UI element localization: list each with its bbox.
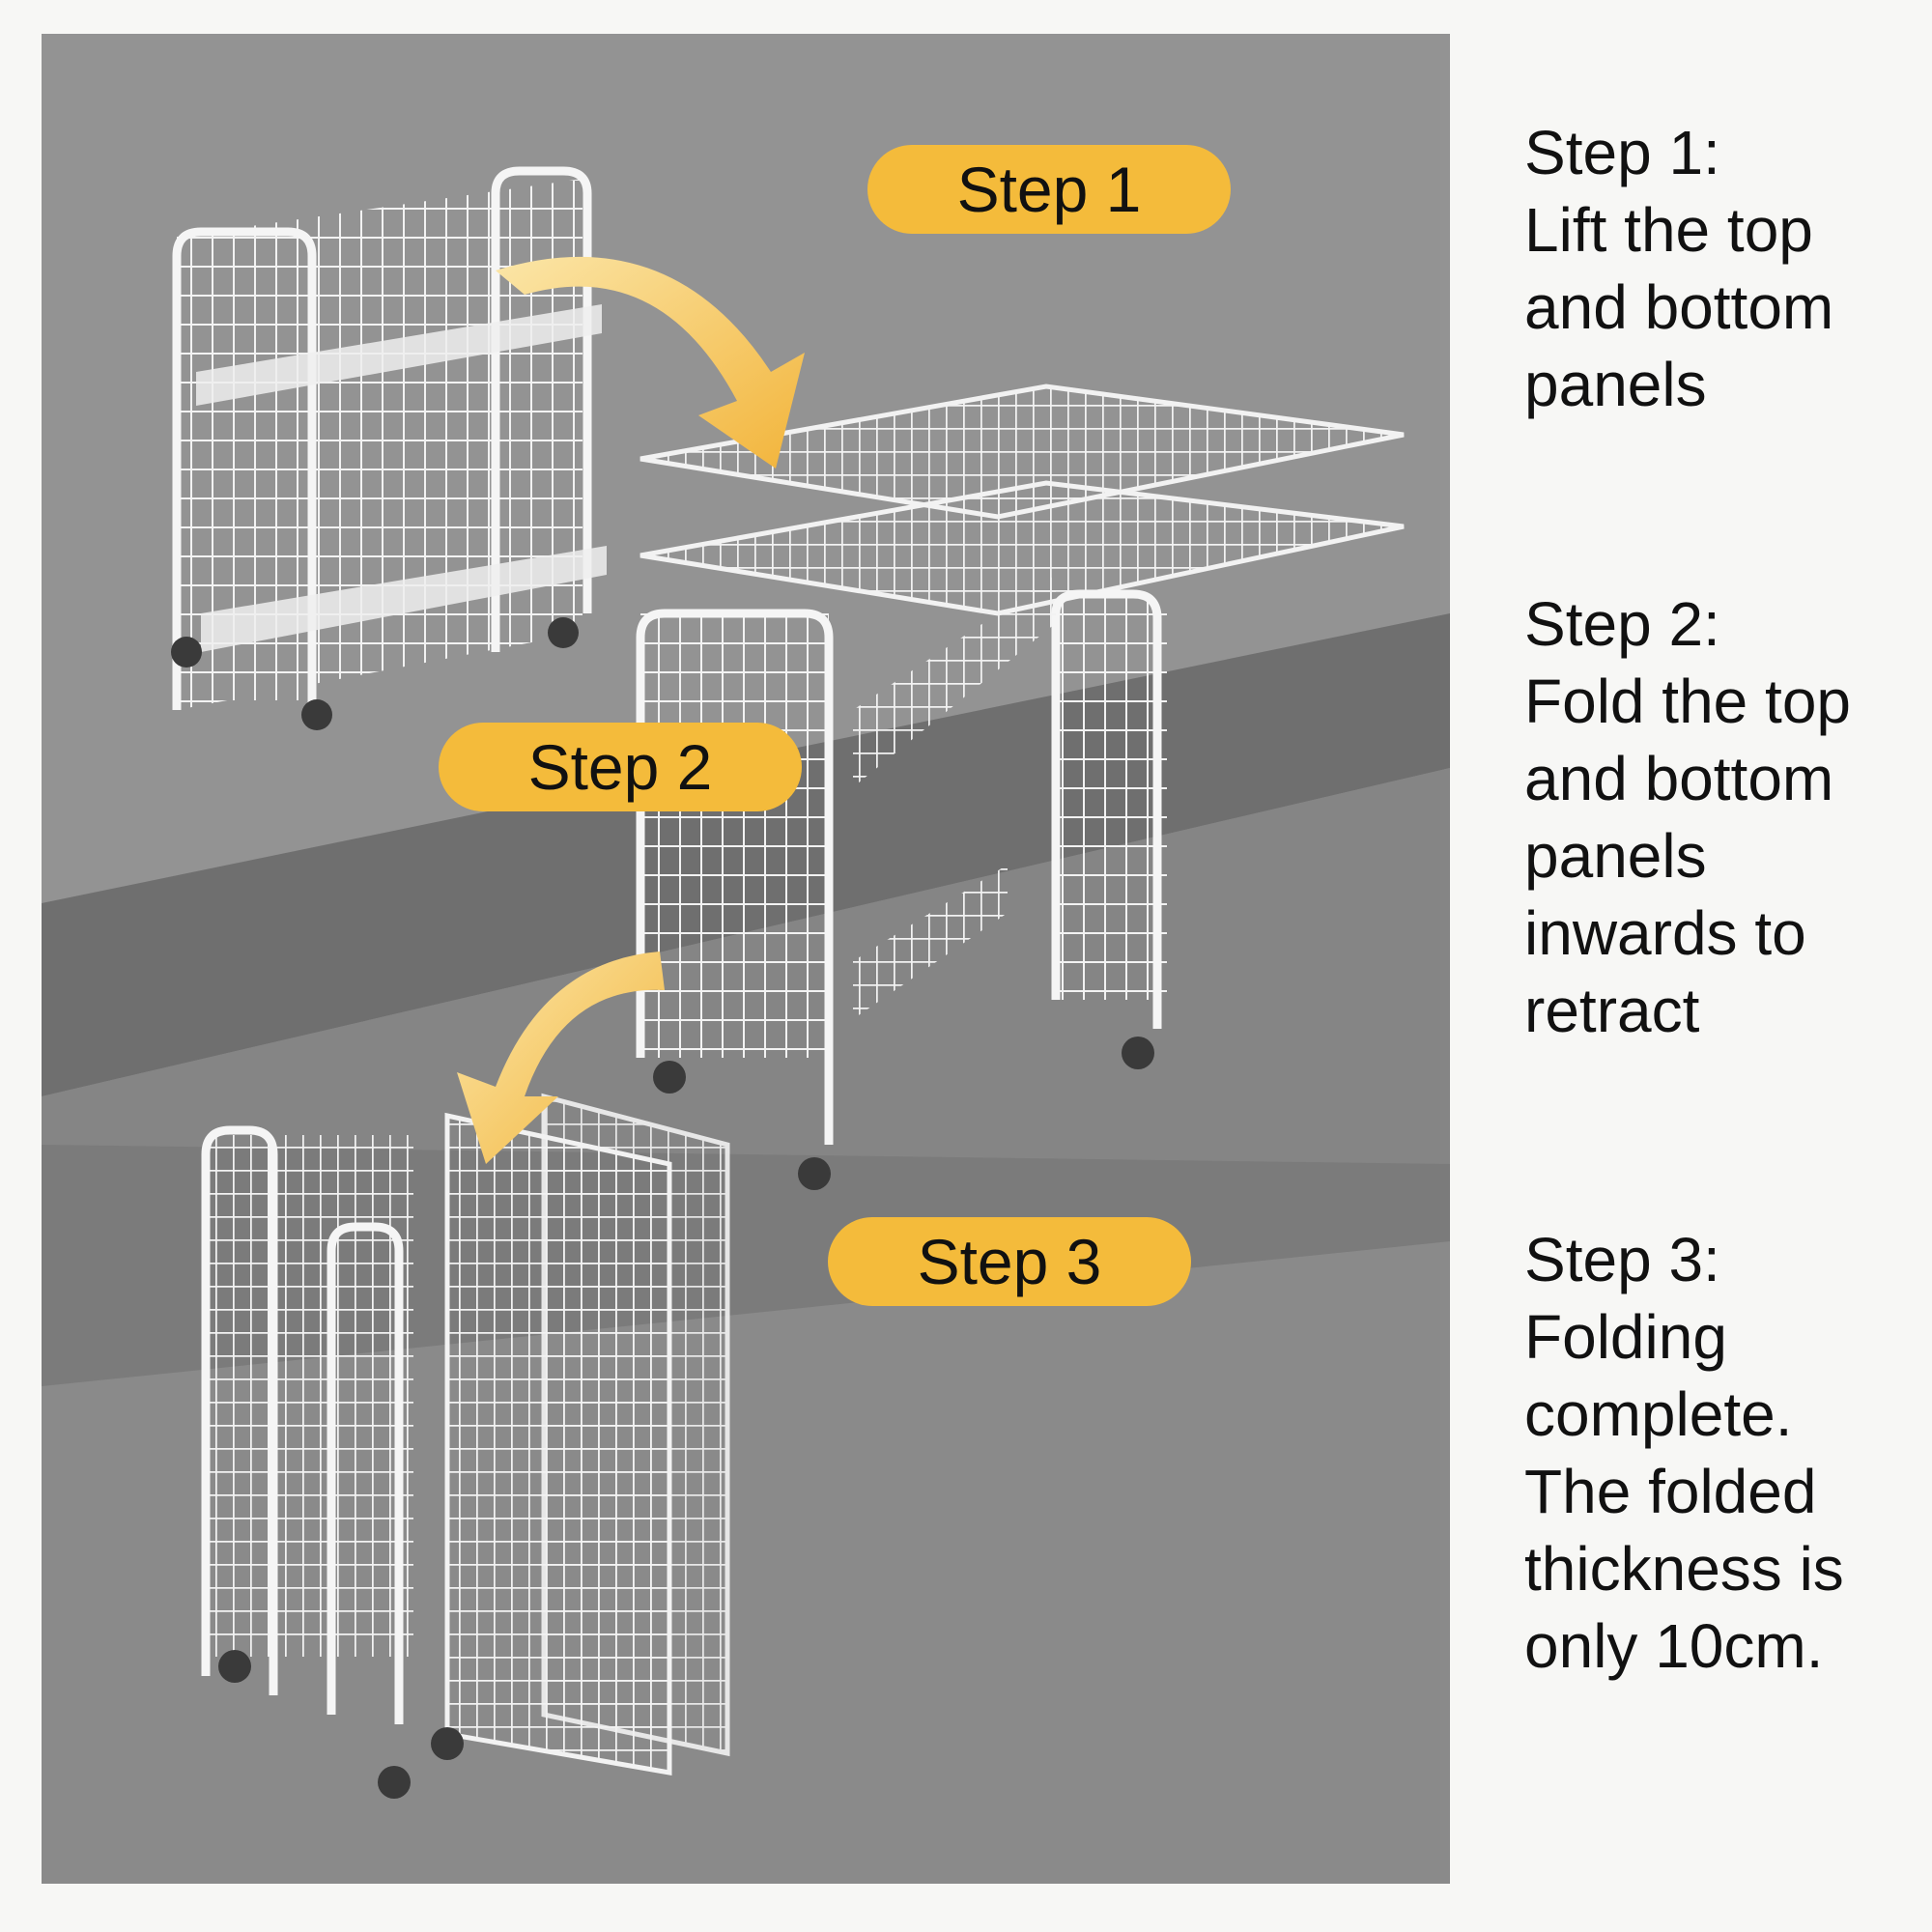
step-line: Fold the top: [1524, 667, 1851, 736]
step-title: Step 1:: [1524, 118, 1720, 187]
curved-arrow-icon: [496, 256, 805, 469]
cart-folded: [201, 1093, 730, 1799]
step-line: and bottom: [1524, 744, 1834, 813]
step-line: complete.: [1524, 1379, 1793, 1449]
step-title: Step 2:: [1524, 589, 1720, 659]
step-line: and bottom: [1524, 272, 1834, 342]
lifted-panels: [639, 384, 1405, 616]
cart-assembled: [171, 166, 607, 730]
step-3-badge: Step 3: [828, 1217, 1191, 1306]
step-1-instruction: Step 1: Lift the top and bottom panels: [1524, 114, 1920, 423]
step-line: inwards to: [1524, 898, 1806, 968]
step-line: Folding: [1524, 1302, 1727, 1372]
step-3-instruction: Step 3: Folding complete. The folded thi…: [1524, 1221, 1920, 1685]
cart-folding: [636, 575, 1167, 1190]
step-line: Lift the top: [1524, 195, 1813, 265]
photo-scene: [42, 34, 1450, 1884]
step-2-instruction: Step 2: Fold the top and bottom panels i…: [1524, 585, 1920, 1049]
step-2-badge: Step 2: [439, 723, 802, 811]
step-line: panels: [1524, 350, 1707, 419]
step-line: thickness is: [1524, 1534, 1844, 1604]
step-line: panels: [1524, 821, 1707, 891]
step-title: Step 3:: [1524, 1225, 1720, 1294]
curved-arrow-icon: [457, 952, 665, 1164]
step-line: only 10cm.: [1524, 1611, 1824, 1681]
step-line: retract: [1524, 976, 1700, 1045]
product-photo: [42, 34, 1450, 1884]
step-1-badge: Step 1: [867, 145, 1231, 234]
step-line: The folded: [1524, 1457, 1817, 1526]
